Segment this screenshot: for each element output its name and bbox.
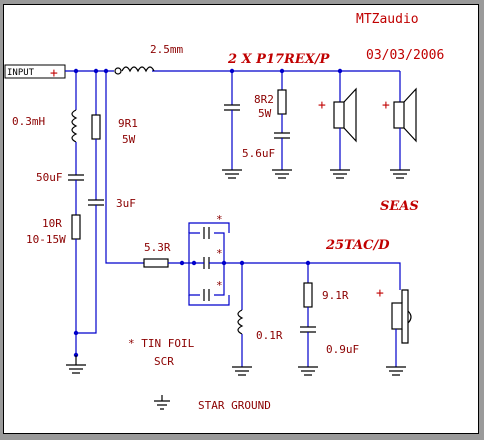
woofer1-plus: + (318, 98, 326, 113)
resistor-10r-icon (71, 214, 81, 240)
inductor-0-3mh-icon (71, 109, 78, 143)
woofer2-body (393, 101, 405, 129)
note-scr: SCR (154, 355, 174, 368)
label-50uf: 50uF (36, 171, 63, 184)
wire (188, 222, 230, 306)
label-9-1r: 9.1R (322, 289, 349, 302)
capacitor-bank-icon (203, 289, 210, 301)
capacitor-bank-icon (203, 257, 210, 269)
tweeter-title: 25TAC/D (325, 238, 390, 253)
resistor-9-1r-icon (303, 282, 313, 308)
label-10r: 10R (42, 217, 62, 230)
capacitor-bank-icon (203, 227, 210, 239)
woofer2-cone-icon (403, 87, 417, 143)
schematic-sheet: MTZaudio 03/03/2006 INPUT + 2.5mm 2 X P1… (3, 4, 479, 434)
capacitor-0-9uf-icon (300, 326, 316, 333)
note-tin-foil: * TIN FOIL (128, 337, 195, 350)
capacitor-icon (224, 104, 240, 111)
label-9r1: 9R1 (118, 117, 138, 130)
ground-icon (66, 355, 86, 374)
label-5-3r: 5.3R (144, 241, 171, 254)
node (179, 260, 185, 266)
label-0-1r: 0.1R (256, 329, 283, 342)
tweeter-dome-icon (401, 289, 409, 344)
input-label: INPUT (7, 68, 35, 78)
star-ground-icon (154, 395, 170, 410)
wire-tweeter-feed (105, 71, 144, 264)
tweeter-body (391, 302, 403, 330)
label-3uf: 3uF (116, 197, 136, 210)
resistor-8r2-icon (277, 89, 287, 115)
ground-icon (232, 366, 252, 376)
woofer1-cone-icon (343, 87, 357, 143)
seas-label: SEAS (380, 199, 419, 214)
inductor-0-1r-icon (237, 309, 244, 335)
label-9r1-watt: 5W (122, 133, 136, 146)
ground-icon (386, 366, 406, 376)
brand-text: MTZaudio (356, 12, 419, 27)
star-mark: * (216, 279, 223, 292)
label-0-3mh: 0.3mH (12, 115, 45, 128)
wire (76, 205, 97, 334)
capacitor-3uf-icon (88, 199, 104, 206)
ground-icon (222, 169, 242, 179)
capacitor-5-6uf-icon (274, 132, 290, 139)
tweeter-dome-icon (407, 310, 412, 324)
ground-icon (272, 169, 292, 179)
resistor-9r1-icon (91, 114, 101, 140)
capacitor-50uf-icon (68, 174, 84, 181)
resistor-5-3r-icon (143, 258, 169, 268)
tweeter-plus: + (376, 286, 384, 301)
woofer2-plus: + (382, 98, 390, 113)
woofer1-body (333, 101, 345, 129)
inductor-terminal (114, 67, 122, 75)
crossover-schematic: MTZaudio 03/03/2006 INPUT + 2.5mm 2 X P1… (4, 12, 444, 412)
woofer-title: 2 X P17REX/P (227, 52, 331, 67)
label-2-5mm: 2.5mm (150, 43, 183, 56)
wire (214, 232, 225, 296)
label-5-6uf: 5.6uF (242, 147, 275, 160)
ground-icon (298, 366, 318, 376)
label-0-9uf: 0.9uF (326, 343, 359, 356)
wire-tweeter-top (224, 262, 401, 290)
label-8r2-watt: 5W (258, 107, 272, 120)
label-8r2: 8R2 (254, 93, 274, 106)
inductor-2-5mm-icon (121, 66, 155, 73)
star-mark: * (216, 247, 223, 260)
date-text: 03/03/2006 (366, 48, 444, 63)
input-plus: + (50, 66, 58, 81)
label-10r-watt: 10-15W (26, 233, 66, 246)
ground-icon (330, 169, 350, 179)
star-ground-label: STAR GROUND (198, 399, 271, 412)
ground-icon (390, 169, 410, 179)
star-mark: * (216, 213, 223, 226)
